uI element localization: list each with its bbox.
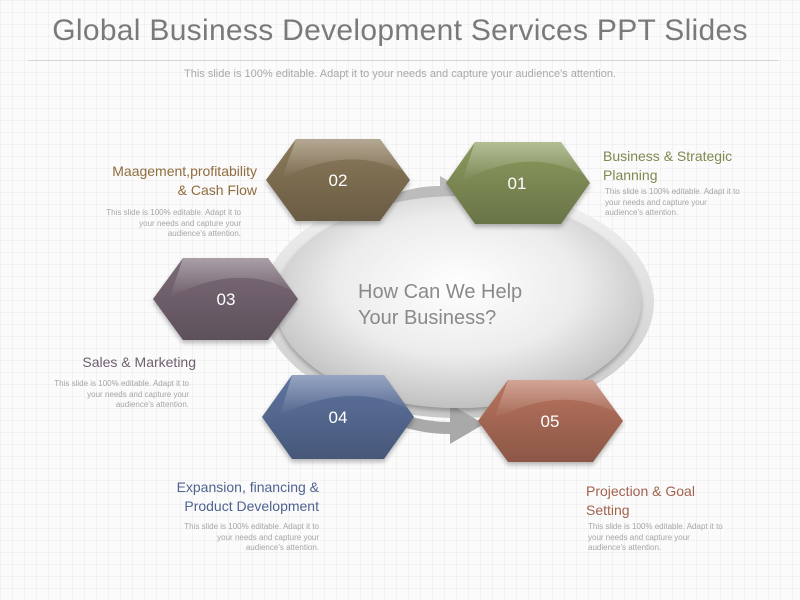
item-05-desc-line2: your needs and capture your bbox=[588, 532, 690, 542]
item-05-description: This slide is 100% editable. Adapt it to… bbox=[588, 522, 723, 554]
item-02-title: Maagement,profitability & Cash Flow bbox=[60, 162, 257, 200]
item-01-desc-line2: your needs and capture your bbox=[605, 197, 707, 207]
item-04-desc-line1: This slide is 100% editable. Adapt it to bbox=[184, 522, 319, 531]
title-divider bbox=[28, 60, 778, 61]
item-03-description: This slide is 100% editable. Adapt it to… bbox=[20, 379, 189, 411]
hexagon-01: 01 bbox=[446, 142, 590, 224]
item-01-desc-line1: This slide is 100% editable. Adapt it to bbox=[605, 187, 740, 196]
hexagon-04: 04 bbox=[262, 375, 414, 459]
item-05-title: Projection & Goal Setting bbox=[586, 482, 695, 520]
slide-subtitle: This slide is 100% editable. Adapt it to… bbox=[184, 68, 616, 80]
hexagon-01-number: 01 bbox=[508, 174, 527, 193]
item-04-desc-line3: audience's attention. bbox=[245, 543, 319, 552]
item-01-title: Business & Strategic Planning bbox=[603, 147, 732, 185]
item-04-desc-line2: your needs and capture your bbox=[217, 532, 319, 542]
center-text-line1: How Can We Help bbox=[358, 281, 522, 303]
item-01-desc-line3: audience's attention. bbox=[605, 208, 679, 217]
hexagon-03: 03 bbox=[153, 258, 298, 340]
item-04-title-line2: Product Development bbox=[184, 498, 319, 514]
item-05-title-line1: Projection & Goal bbox=[586, 483, 695, 499]
item-03-desc-line1: This slide is 100% editable. Adapt it to bbox=[54, 379, 189, 388]
arrow-bottom bbox=[400, 404, 484, 444]
item-02-description: This slide is 100% editable. Adapt it to… bbox=[60, 208, 241, 240]
item-04-description: This slide is 100% editable. Adapt it to… bbox=[100, 522, 319, 554]
item-02-desc-line2: your needs and capture your bbox=[139, 218, 241, 228]
item-02-title-line2: & Cash Flow bbox=[177, 182, 257, 198]
item-04-title: Expansion, financing & Product Developme… bbox=[100, 478, 319, 516]
item-02-desc-line3: audience's attention. bbox=[167, 229, 241, 238]
slide-title: Global Business Development Services PPT… bbox=[52, 14, 748, 47]
item-01-title-line1: Business & Strategic bbox=[603, 148, 733, 164]
item-01-title-line2: Planning bbox=[603, 167, 658, 183]
item-05-desc-line1: This slide is 100% editable. Adapt it to bbox=[588, 522, 723, 531]
center-ellipse bbox=[275, 196, 641, 408]
item-04-title-line1: Expansion, financing & bbox=[176, 479, 319, 495]
item-02-desc-line1: This slide is 100% editable. Adapt it to bbox=[106, 208, 241, 217]
item-05-desc-line3: audience's attention. bbox=[588, 543, 662, 552]
item-03-desc-line2: your needs and capture your bbox=[87, 389, 189, 399]
hexagon-05: 05 bbox=[478, 380, 623, 462]
hexagon-02-number: 02 bbox=[329, 171, 348, 190]
hexagon-05-number: 05 bbox=[541, 412, 560, 431]
item-03-title: Sales & Marketing bbox=[20, 353, 196, 372]
item-02-title-line1: Maagement,profitability bbox=[112, 163, 257, 179]
center-text-line2: Your Business? bbox=[358, 307, 496, 329]
hexagon-03-number: 03 bbox=[217, 290, 236, 309]
item-05-title-line2: Setting bbox=[586, 502, 630, 518]
item-03-desc-line3: audience's attention. bbox=[115, 400, 189, 409]
hexagon-02: 02 bbox=[266, 139, 410, 221]
hexagon-04-number: 04 bbox=[329, 408, 348, 427]
item-01-description: This slide is 100% editable. Adapt it to… bbox=[605, 187, 740, 219]
item-03-title-line1: Sales & Marketing bbox=[82, 354, 196, 370]
